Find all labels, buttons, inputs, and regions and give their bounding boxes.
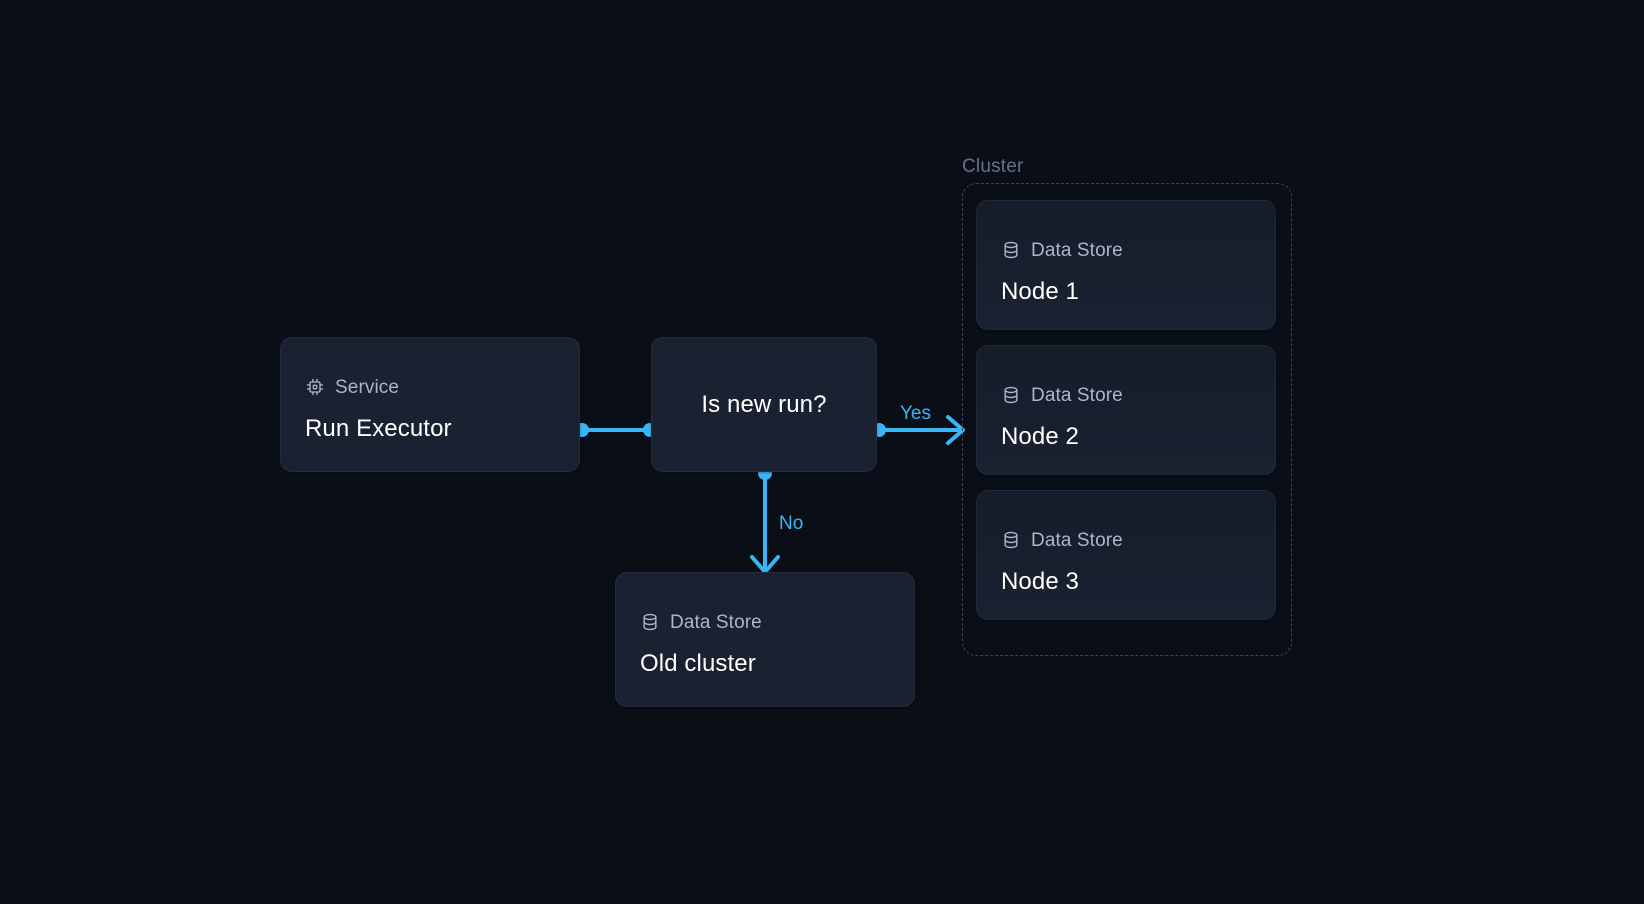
cluster-group-label: Cluster xyxy=(962,156,1024,177)
edge-service-to-decision xyxy=(575,423,657,437)
node-node-3[interactable]: Data Store Node 3 xyxy=(976,490,1276,620)
node-title: Old cluster xyxy=(640,650,756,677)
database-icon xyxy=(1001,530,1021,550)
database-icon xyxy=(1001,240,1021,260)
node-title: Node 2 xyxy=(1001,423,1079,450)
cluster-group-boundary xyxy=(962,183,1292,656)
node-decision-is-new-run[interactable]: Is new run? xyxy=(651,337,877,472)
node-body: Data Store Node 3 xyxy=(1001,530,1123,594)
edge-label-yes: Yes xyxy=(900,403,931,424)
node-kind: Data Store xyxy=(1001,530,1123,550)
node-body: Data Store Old cluster xyxy=(640,612,762,676)
node-kind: Service xyxy=(305,377,452,397)
node-old-cluster[interactable]: Data Store Old cluster xyxy=(615,572,915,707)
node-node-2[interactable]: Data Store Node 2 xyxy=(976,345,1276,475)
edge-label-no: No xyxy=(779,513,804,534)
node-title: Is new run? xyxy=(701,390,827,418)
node-kind: Data Store xyxy=(1001,240,1123,260)
node-node-1[interactable]: Data Store Node 1 xyxy=(976,200,1276,330)
node-kind-label: Data Store xyxy=(1031,239,1123,261)
database-icon xyxy=(640,612,660,632)
node-kind-label: Data Store xyxy=(1031,529,1123,551)
database-icon xyxy=(1001,385,1021,405)
edge-decision-to-old-cluster xyxy=(750,466,780,574)
node-body: Data Store Node 1 xyxy=(1001,240,1123,304)
node-kind-label: Data Store xyxy=(670,611,762,633)
node-kind-label: Service xyxy=(335,376,400,398)
node-title: Node 1 xyxy=(1001,278,1079,305)
node-title: Run Executor xyxy=(305,415,452,442)
cpu-chip-icon xyxy=(305,377,325,397)
node-title: Node 3 xyxy=(1001,568,1079,595)
node-kind-label: Data Store xyxy=(1031,384,1123,406)
node-run-executor[interactable]: Service Run Executor xyxy=(280,337,580,472)
node-kind: Data Store xyxy=(640,612,762,632)
node-body: Service Run Executor xyxy=(305,377,452,441)
node-kind: Data Store xyxy=(1001,385,1123,405)
node-body: Data Store Node 2 xyxy=(1001,385,1123,449)
